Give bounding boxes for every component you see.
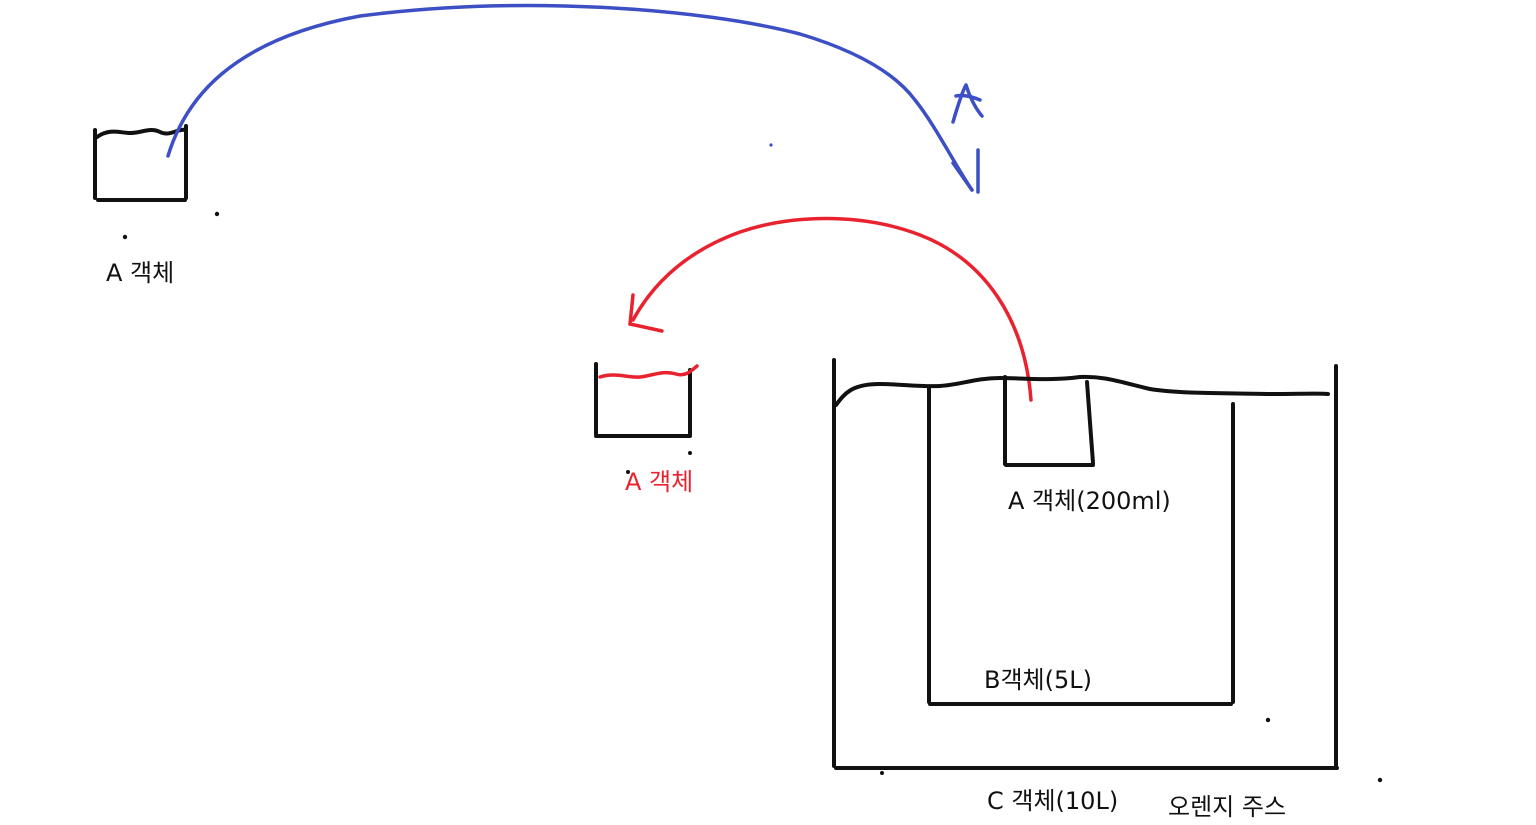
red-arrow-curve bbox=[631, 216, 1033, 402]
blue-arrow-head-left bbox=[951, 161, 974, 192]
container-b bbox=[927, 386, 1235, 706]
blue-arrow bbox=[166, 3, 984, 194]
red-arrow bbox=[628, 216, 1033, 402]
cross-mark-stroke-1 bbox=[951, 83, 984, 124]
cup-a-top-liquid bbox=[95, 127, 188, 139]
label-b: B객체(5L) bbox=[984, 666, 1092, 694]
label-orange-juice: 오렌지 주스 bbox=[1168, 793, 1287, 821]
cup-a-top bbox=[93, 124, 188, 202]
label-a-red: A 객체 bbox=[625, 468, 694, 496]
red-arrow-head-left bbox=[628, 293, 635, 326]
cup-a-red-liquid bbox=[598, 364, 699, 379]
blue-arrow-curve bbox=[166, 3, 974, 192]
cup-a-red bbox=[594, 362, 699, 438]
juice-surface bbox=[834, 374, 1330, 407]
red-arrow-head-bottom bbox=[628, 322, 664, 333]
container-c bbox=[832, 358, 1339, 770]
label-a-top: A 객체 bbox=[106, 259, 175, 287]
cup-a-inner bbox=[1003, 375, 1095, 467]
cross-mark-stroke-2 bbox=[954, 93, 982, 102]
stray-dots bbox=[122, 143, 1383, 783]
label-a-inner: A 객체(200ml) bbox=[1008, 487, 1171, 515]
label-c: C 객체(10L) bbox=[987, 787, 1119, 815]
